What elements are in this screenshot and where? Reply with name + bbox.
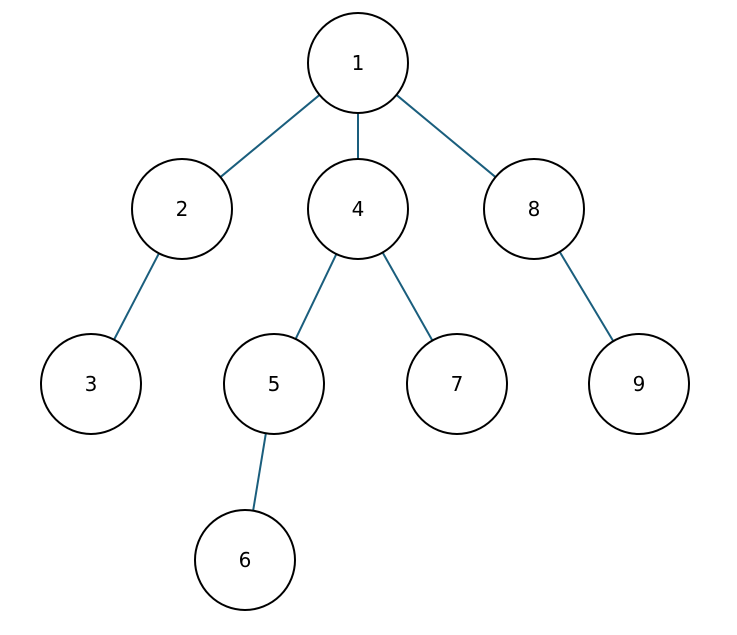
tree-node-9: 9 bbox=[588, 333, 690, 435]
node-label: 3 bbox=[85, 372, 98, 396]
edge-n4-n7 bbox=[381, 252, 434, 341]
node-circle bbox=[307, 158, 409, 260]
node-label: 1 bbox=[352, 51, 365, 75]
node-label: 4 bbox=[352, 197, 365, 221]
node-circle bbox=[588, 333, 690, 435]
node-label: 5 bbox=[268, 372, 281, 396]
edge-n4-n5 bbox=[294, 253, 338, 340]
tree-node-6: 6 bbox=[194, 509, 296, 611]
tree-node-1: 1 bbox=[307, 12, 409, 114]
tree-node-8: 8 bbox=[483, 158, 585, 260]
node-label: 6 bbox=[239, 548, 252, 572]
edge-n1-n8 bbox=[395, 94, 497, 178]
tree-node-4: 4 bbox=[307, 158, 409, 260]
tree-node-5: 5 bbox=[223, 333, 325, 435]
node-circle bbox=[194, 509, 296, 611]
tree-node-2: 2 bbox=[131, 158, 233, 260]
node-label: 2 bbox=[176, 197, 189, 221]
node-circle bbox=[406, 333, 508, 435]
node-circle bbox=[131, 158, 233, 260]
node-circle bbox=[40, 333, 142, 435]
node-circle bbox=[223, 333, 325, 435]
edge-n1-n2 bbox=[219, 94, 321, 178]
edge-n2-n3 bbox=[113, 252, 160, 341]
edges-layer bbox=[113, 94, 615, 511]
node-label: 8 bbox=[528, 197, 541, 221]
nodes-layer: 1 2 4 8 3 5 7 9 6 bbox=[40, 12, 690, 611]
edge-n8-n9 bbox=[558, 251, 615, 342]
tree-node-3: 3 bbox=[40, 333, 142, 435]
tree-node-7: 7 bbox=[406, 333, 508, 435]
node-circle bbox=[483, 158, 585, 260]
edge-n5-n6 bbox=[252, 433, 267, 511]
node-label: 9 bbox=[633, 372, 646, 396]
node-label: 7 bbox=[451, 372, 464, 396]
node-circle bbox=[307, 12, 409, 114]
